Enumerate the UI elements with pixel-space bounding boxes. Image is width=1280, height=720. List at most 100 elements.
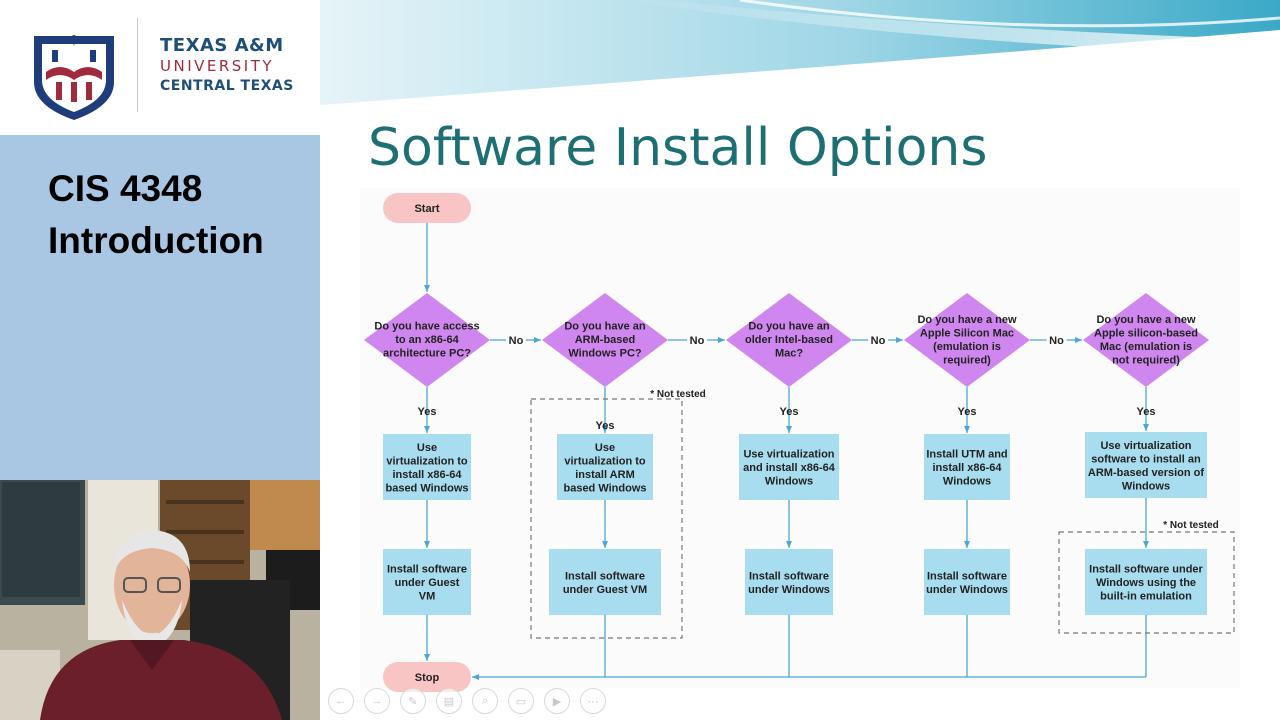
action-text-5-line: Windows [1122, 480, 1170, 492]
decision-node-2 [542, 293, 668, 387]
action-node-5 [1085, 432, 1207, 498]
decision-text-2-line: Windows PC? [568, 348, 642, 360]
webcam-video [0, 480, 320, 720]
stop-label: Stop [415, 672, 440, 684]
action-text-3-line: Windows [765, 476, 813, 488]
no-label-2: No [690, 335, 705, 347]
install-node-2 [549, 549, 661, 615]
slides-icon[interactable]: ▤ [436, 688, 462, 714]
decision-text-4-line: Do you have a new [917, 314, 1016, 326]
yes-label-3: Yes [780, 406, 799, 418]
decision-text-2-line: Do you have an [564, 321, 646, 333]
action-text-5-line: ARM-based version of [1088, 467, 1204, 479]
decision-text-3-line: Do you have an [748, 321, 830, 333]
decision-text-3-line: older Intel-based [745, 334, 833, 346]
action-text-2-line: virtualization to [564, 455, 646, 467]
install-text-1-line: Install software [387, 564, 467, 576]
action-text-1-line: based Windows [385, 482, 468, 494]
not-tested-frame-2 [1058, 531, 1235, 634]
install-text-3-line: Install software [749, 570, 829, 582]
decision-text-5-line: not required) [1112, 354, 1180, 366]
decision-node-1 [364, 293, 490, 387]
video-icon[interactable]: ▶ [544, 688, 570, 714]
install-text-3-line: under Windows [748, 584, 830, 596]
zoom-icon[interactable]: ⌕ [472, 688, 498, 714]
action-text-5-line: software to install an [1091, 453, 1201, 465]
slide-title: Software Install Options [368, 118, 988, 178]
presenter-video-frame [0, 480, 320, 720]
flowchart-connectors [424, 223, 1149, 680]
decision-text-1-line: Do you have access [374, 321, 479, 333]
install-text-3: Install software under Windows [748, 570, 830, 596]
decision-text-4-line: required) [943, 354, 991, 366]
no-label-1: No [509, 335, 524, 347]
screen-icon[interactable]: ▭ [508, 688, 534, 714]
decision-text-5-line: Mac (emulation is [1100, 341, 1192, 353]
action-text-1-line: virtualization to [386, 455, 468, 467]
logo-line-3: CENTRAL TEXAS [160, 78, 294, 94]
action-node-2 [557, 434, 653, 500]
install-node-5 [1085, 549, 1207, 615]
yes-label-5: Yes [1137, 406, 1156, 418]
install-text-1-line: VM [419, 591, 436, 603]
action-node-1 [383, 434, 471, 500]
no-label-bg-2 [687, 332, 707, 347]
action-text-3-line: Use virtualization [743, 449, 834, 461]
decision-text-4-line: Apple Silicon Mac [920, 327, 1014, 339]
decision-text-3-line: Mac? [775, 348, 803, 360]
previous-icon[interactable]: ← [328, 688, 354, 714]
no-label-bg-4 [1046, 332, 1067, 347]
pen-icon[interactable]: ✎ [400, 688, 426, 714]
course-code: CIS 4348 [48, 168, 203, 209]
no-label-3: No [871, 335, 886, 347]
university-seal-icon [34, 35, 114, 120]
university-logo: TEXAS A&M UNIVERSITY CENTRAL TEXAS [0, 0, 320, 135]
not-tested-note-1: * Not tested [650, 389, 706, 400]
decision-text-1-line: to an x86-64 [395, 334, 459, 346]
install-text-5-line: built-in emulation [1100, 591, 1192, 603]
no-label-4: No [1049, 335, 1064, 347]
action-text-5-line: Use virtualization [1100, 440, 1191, 452]
start-node [383, 193, 471, 223]
slide-header-swoosh [320, 0, 1280, 105]
install-text-5-line: Windows using the [1096, 577, 1196, 589]
action-text-4-line: Install UTM and [926, 449, 1007, 461]
install-text-2-line: Install software [565, 570, 645, 582]
start-label: Start [414, 203, 439, 215]
decision-node-3 [726, 293, 852, 387]
flowchart-nodes [364, 193, 1235, 692]
action-text-1-line: Use [417, 442, 437, 454]
action-text-4-line: install x86-64 [932, 462, 1002, 474]
stop-node [383, 662, 471, 692]
next-icon[interactable]: → [364, 688, 390, 714]
decision-node-5 [1083, 293, 1209, 387]
course-subtitle: Introduction [48, 220, 264, 261]
slideshow-toolbar[interactable]: ← → ✎ ▤ ⌕ ▭ ▶ ⋯ [320, 686, 606, 716]
install-node-4 [924, 549, 1010, 615]
left-panel: TEXAS A&M UNIVERSITY CENTRAL TEXAS CIS 4… [0, 0, 320, 720]
not-tested-note-2: * Not tested [1163, 520, 1219, 531]
not-tested-frame-1 [530, 398, 683, 639]
more-icon[interactable]: ⋯ [580, 688, 606, 714]
course-title: CIS 4348 Introduction [48, 163, 264, 267]
install-text-2-line: under Guest VM [563, 584, 647, 596]
install-text-5-line: Install software under [1089, 564, 1203, 576]
decision-text-5-line: Do you have a new [1096, 314, 1195, 326]
yes-label-4: Yes [958, 406, 977, 418]
course-title-panel: CIS 4348 Introduction [0, 135, 320, 480]
logo-divider [137, 18, 138, 112]
install-node-1 [383, 549, 471, 615]
